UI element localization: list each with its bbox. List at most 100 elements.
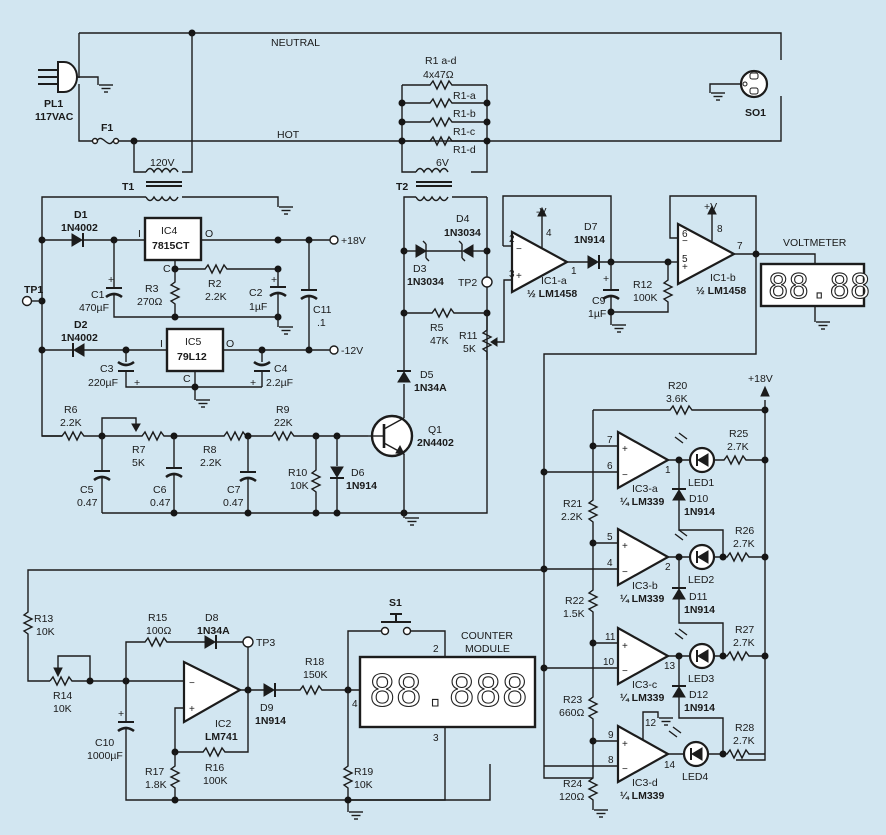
- r16-ref: R16: [205, 762, 224, 774]
- terminal-minus12v: [329, 345, 339, 355]
- d1-ref: D1: [74, 209, 88, 221]
- resistor-bank-value: 4x47Ω: [423, 69, 454, 81]
- ic3c-value: ¼ LM339: [620, 692, 665, 704]
- r24-value: 120Ω: [559, 791, 585, 803]
- voltmeter-display: [759, 262, 866, 308]
- ic5-pin-i: I: [160, 338, 163, 350]
- ic1a-pin-inv: 2: [509, 234, 515, 245]
- r1c-label: R1-c: [453, 126, 475, 138]
- test-point-tp3: [242, 636, 254, 648]
- rectifier-section: [397, 196, 512, 383]
- svg-text:+: +: [622, 444, 628, 455]
- ic2-ref: IC2: [215, 718, 232, 730]
- ic1a-ref: IC1-a: [541, 275, 567, 287]
- ic3a-value: ¼ LM339: [620, 496, 665, 508]
- ic3d-value: ¼ LM339: [620, 790, 665, 802]
- r3-ref: R3: [145, 283, 159, 295]
- r3-value: 270Ω: [137, 296, 163, 308]
- r16-value: 100K: [203, 775, 228, 787]
- ic3d-pin-gnd: 12: [645, 718, 657, 729]
- resistor-bank-ref: R1 a-d: [425, 55, 457, 67]
- filter-section: [42, 197, 488, 526]
- c9-ref: C9: [592, 295, 606, 307]
- voltmeter-readout: 88.88: [768, 267, 870, 307]
- svg-text:+: +: [118, 708, 124, 720]
- r1d-label: R1-d: [453, 144, 476, 156]
- d1-value: 1N4002: [61, 222, 98, 234]
- d6-ref: D6: [351, 467, 365, 479]
- d6-value: 1N914: [346, 480, 377, 492]
- led2-label: LED2: [688, 574, 714, 586]
- r2-value: 2.2K: [205, 291, 227, 303]
- d4-ref: D4: [456, 213, 470, 225]
- q1-ref: Q1: [428, 424, 442, 436]
- ic4-pin-c: C: [163, 263, 171, 275]
- comparator-ic3c-icon: [616, 626, 671, 686]
- svg-text:−: −: [622, 764, 628, 775]
- r7-ref: R7: [132, 444, 146, 456]
- c2-value: 1µF: [249, 301, 267, 313]
- led-row-1: [668, 432, 769, 555]
- svg-text:+: +: [189, 704, 195, 715]
- counter-readout: 88.888: [369, 666, 528, 717]
- ic3a-pin-plus: 7: [607, 435, 613, 446]
- plug-ref: PL1: [44, 98, 63, 110]
- svg-text:−: −: [622, 567, 628, 578]
- c4-ref: C4: [274, 363, 288, 375]
- svg-text:−: −: [516, 244, 522, 255]
- opamp-ic1a-icon: [510, 230, 570, 294]
- ic3c-ref: IC3-c: [632, 679, 657, 691]
- r12-ref: R12: [633, 279, 652, 291]
- r19-ref: R19: [354, 766, 373, 778]
- c3-ref: C3: [100, 363, 114, 375]
- fuse-icon: [91, 137, 120, 145]
- svg-text:+: +: [516, 271, 522, 282]
- c10-value: 1000µF: [87, 750, 123, 762]
- ic3b-ref: IC3-b: [632, 580, 658, 592]
- t1-value: 120V: [150, 157, 175, 169]
- ic1a-pin-supply: 4: [546, 228, 552, 239]
- r14-ref: R14: [53, 690, 72, 702]
- neutral-label: NEUTRAL: [271, 37, 320, 49]
- ic4-pin-o: O: [205, 228, 213, 240]
- t2-value: 6V: [436, 157, 449, 169]
- r25-ref: R25: [729, 428, 748, 440]
- ic1-section: −+ + −+: [502, 195, 866, 779]
- ic1a-pin-noninv: 3: [509, 269, 515, 280]
- d3-ref: D3: [413, 263, 427, 275]
- d2-ref: D2: [74, 319, 88, 331]
- ic4-value: 7815CT: [152, 240, 190, 252]
- ic5-regulator: [165, 327, 225, 373]
- ic1a-supply-label: -V: [536, 206, 547, 218]
- r20-ref: R20: [668, 380, 687, 392]
- svg-text:+: +: [134, 377, 140, 389]
- opamp-ic2-icon: [182, 660, 243, 724]
- d8-ref: D8: [205, 612, 219, 624]
- ic1b-supply-label: +V: [704, 201, 717, 213]
- c6-ref: C6: [153, 484, 167, 496]
- r11-ref: R11: [459, 330, 478, 342]
- r26-value: 2.7K: [733, 538, 755, 550]
- ic3d-ref: IC3-d: [632, 777, 658, 789]
- ic2-value: LM741: [205, 731, 238, 743]
- r28-value: 2.7K: [733, 735, 755, 747]
- c7-ref: C7: [227, 484, 241, 496]
- resistor-bank: [398, 79, 491, 173]
- c11-value: .1: [317, 317, 326, 329]
- ic3b-pin-plus: 5: [607, 532, 613, 543]
- tp3-label: TP3: [256, 637, 275, 649]
- led-row-2: [668, 529, 769, 654]
- r17-value: 1.8K: [145, 779, 167, 791]
- d11-ref: D11: [689, 591, 708, 603]
- d2-value: 1N4002: [61, 332, 98, 344]
- r13-ref: R13: [34, 613, 53, 625]
- r27-value: 2.7K: [733, 637, 755, 649]
- counter-pin-4: 4: [352, 699, 358, 710]
- hot-label: HOT: [277, 129, 300, 141]
- ic3d-pin-plus: 9: [608, 730, 614, 741]
- ic3b-pin-minus: 4: [607, 558, 613, 569]
- d11-value: 1N914: [684, 604, 715, 616]
- led1-label: LED1: [688, 477, 714, 489]
- ic5-pin-c: C: [183, 373, 191, 385]
